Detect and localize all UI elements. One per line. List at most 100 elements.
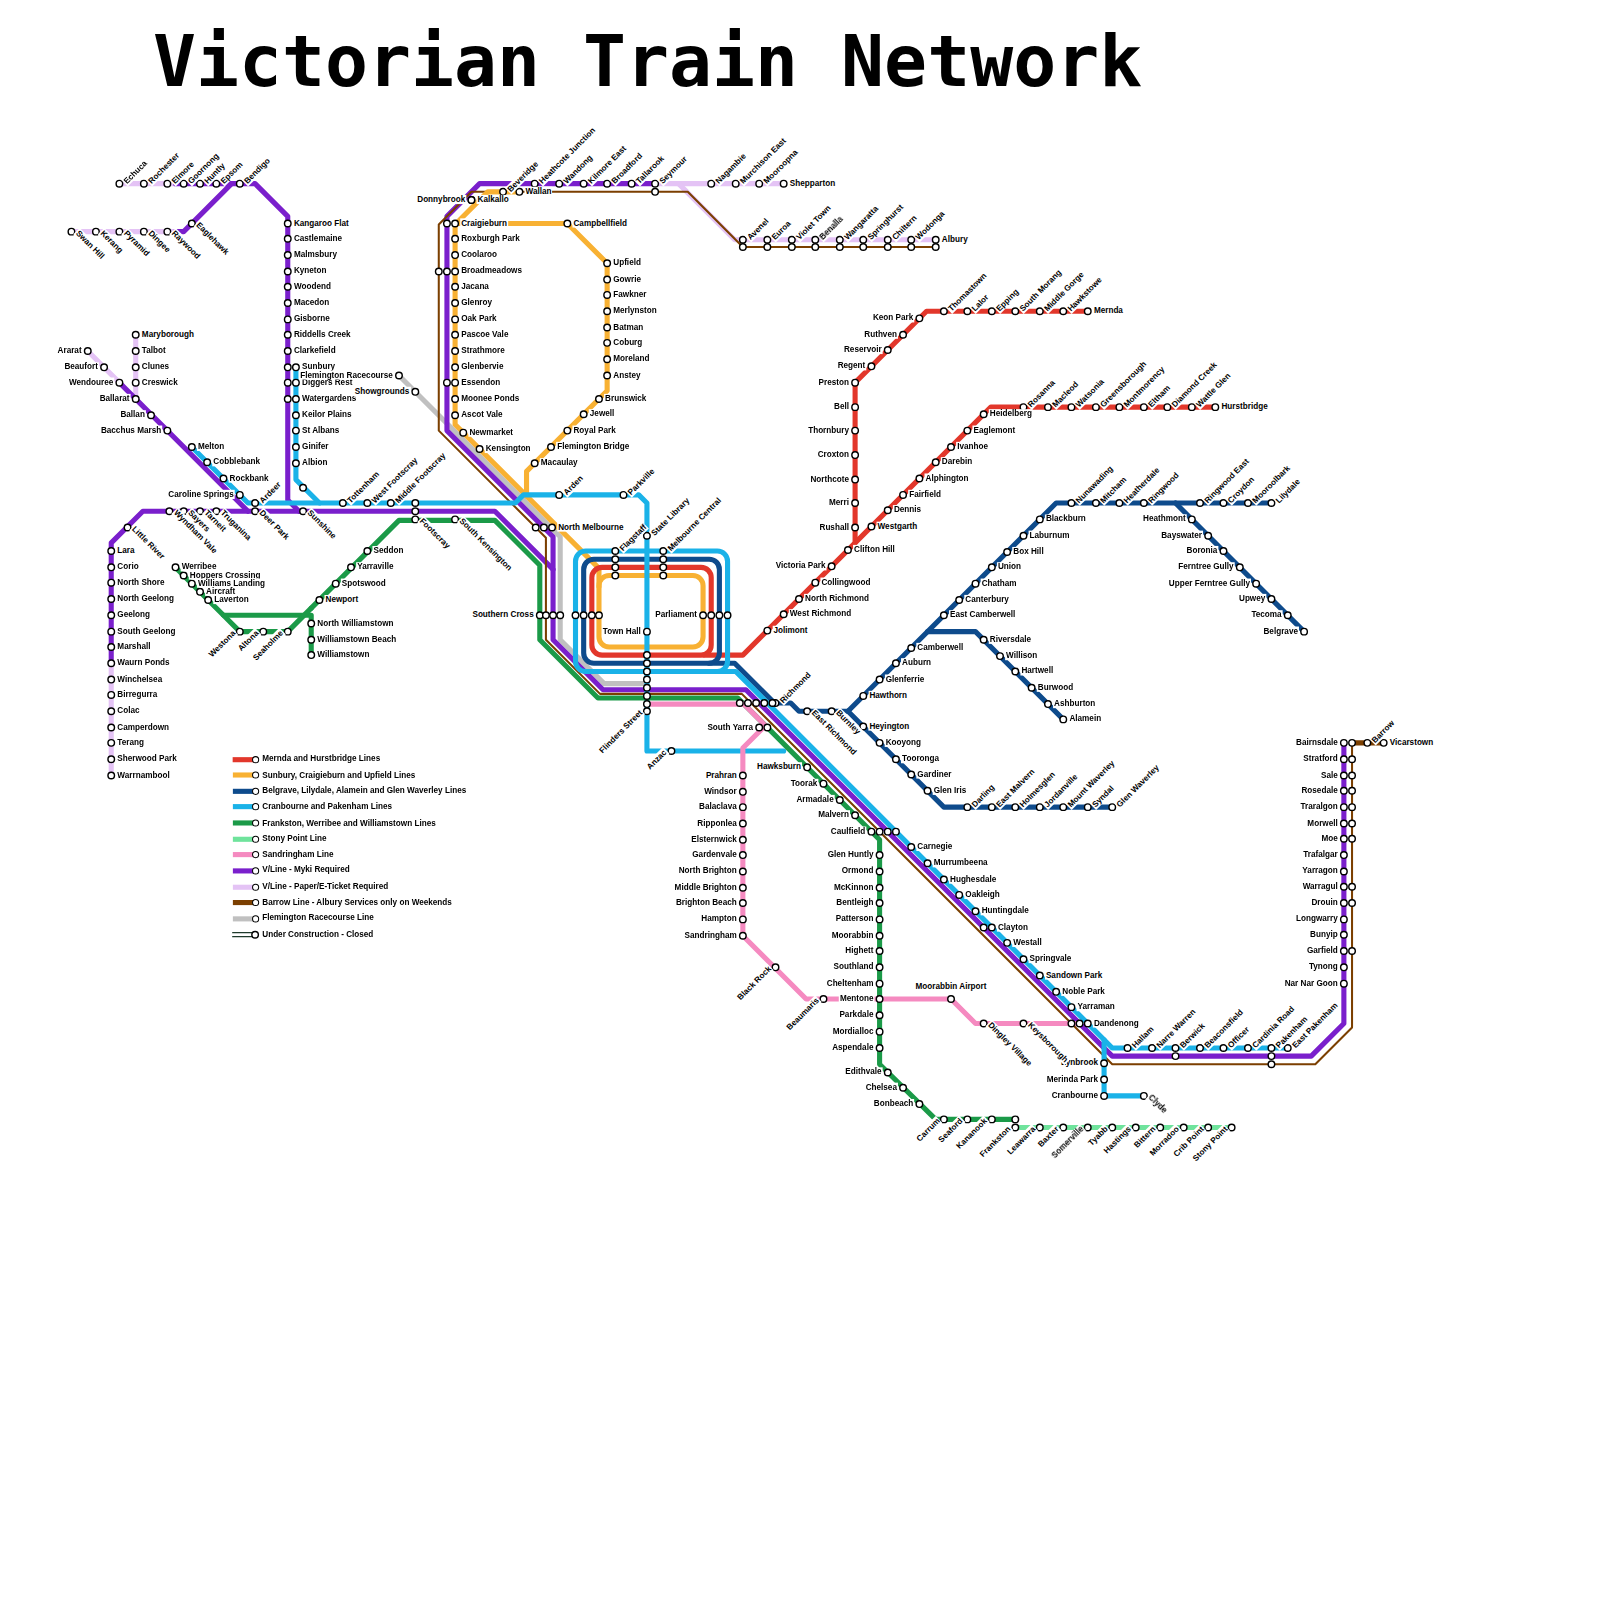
rail-line (176, 567, 312, 655)
station-dot (132, 348, 139, 355)
station-label: Mernda (1093, 306, 1124, 315)
station-label: Ferntree Gully (1177, 562, 1234, 571)
station-label: Bell (833, 402, 850, 411)
station-dot (876, 1012, 883, 1019)
station-label: Keon Park (872, 313, 914, 322)
station-label: Hawksburn (756, 762, 802, 771)
station-dot (1301, 628, 1308, 635)
station-label: Drouin (1310, 898, 1338, 907)
station-label: Parkville (625, 466, 657, 498)
station-dot (644, 693, 651, 700)
station-label: Lara (116, 546, 135, 555)
station-label: Nar Nar Goon (1284, 979, 1339, 988)
station-label: Williamstown Beach (316, 635, 397, 644)
station-label: Malvern (817, 810, 850, 819)
station-dot (108, 612, 115, 619)
station-dot (550, 612, 557, 619)
station-dot (204, 459, 211, 466)
station-label: Richmond (777, 670, 813, 706)
station-label: Glen Waverley (1114, 762, 1162, 810)
station-dot (644, 668, 651, 675)
station-dot (108, 564, 115, 571)
station-label: Kensington (485, 444, 532, 453)
station-label: Rosedale (1300, 786, 1338, 795)
station-dot (108, 628, 115, 635)
city-loop (592, 567, 711, 655)
station-dot (1268, 596, 1275, 603)
station-dot (180, 180, 187, 187)
station-label: Chelsea (865, 1083, 898, 1092)
station-dot (580, 411, 587, 418)
station-dot (740, 884, 747, 891)
station-dot (308, 637, 315, 644)
station-label: Showgrounds (354, 387, 410, 396)
station-label: Eaglemont (972, 426, 1016, 435)
station-dot (845, 547, 852, 554)
station-dot (908, 237, 915, 244)
station-label: Oak Park (460, 314, 497, 323)
station-label: Ruthven (863, 330, 898, 339)
station-dot (876, 996, 883, 1003)
station-label: Albury (941, 235, 969, 244)
station-dots (68, 180, 1387, 1130)
station-dot (989, 924, 996, 931)
station-label: Kangaroo Flat (293, 218, 350, 227)
station-dot (884, 237, 891, 244)
station-dot (652, 180, 659, 187)
station-dot (852, 476, 859, 483)
station-label: Southland (833, 962, 875, 971)
station-dot (660, 548, 667, 555)
station-dot (716, 612, 723, 619)
station-label: Waurn Ponds (116, 658, 170, 667)
station-label: Middle Brighton (674, 883, 738, 892)
legend-text: Barrow Line - Albury Services only on We… (262, 898, 452, 908)
station-dot (452, 283, 459, 290)
station-label: Highett (844, 946, 874, 955)
station-label: Caroline Springs (167, 490, 234, 499)
station-label: Creswick (141, 378, 179, 387)
station-label: East Camberwell (949, 610, 1016, 619)
station-label: Westall (1012, 938, 1042, 947)
station-dot (756, 724, 763, 731)
station-dot (452, 316, 459, 323)
station-dot (837, 237, 844, 244)
station-dot (532, 524, 539, 531)
station-dot (604, 356, 611, 363)
station-dot (1341, 948, 1348, 955)
rail-line (447, 184, 1344, 1056)
station-dot (1349, 756, 1356, 763)
station-label: Auburn (901, 658, 932, 667)
station-label: Jolimont (772, 626, 808, 635)
station-label: Laburnum (1029, 531, 1071, 540)
station-dot (284, 364, 291, 371)
station-dot (1341, 772, 1348, 779)
station-label: Vicarstown (1389, 738, 1434, 747)
station-dot (1101, 1076, 1108, 1083)
station-dot (884, 347, 891, 354)
station-label: Beaufort (63, 362, 99, 371)
station-dot (1253, 580, 1260, 587)
station-label: Riddells Creek (293, 330, 352, 339)
station-dot (644, 660, 651, 667)
station-label: Camberwell (916, 643, 964, 652)
station-dot (941, 876, 948, 883)
station-dot (452, 268, 459, 275)
legend-dot (252, 915, 259, 922)
station-dot (868, 828, 875, 835)
station-dot (580, 612, 587, 619)
station-dot (812, 237, 819, 244)
station-dot (1268, 1061, 1275, 1068)
station-label: Moonee Ponds (460, 394, 520, 403)
station-dot (596, 612, 603, 619)
station-label: Riversdale (989, 635, 1032, 644)
station-label: Talbot (141, 346, 167, 355)
station-dot (1341, 740, 1348, 747)
station-dot (1245, 500, 1252, 507)
station-dot (644, 676, 651, 683)
station-dot (1053, 989, 1060, 996)
station-dot (868, 523, 875, 530)
station-label: Merinda Park (1046, 1074, 1099, 1083)
station-dot (956, 597, 963, 604)
station-label: Glenroy (460, 298, 493, 307)
